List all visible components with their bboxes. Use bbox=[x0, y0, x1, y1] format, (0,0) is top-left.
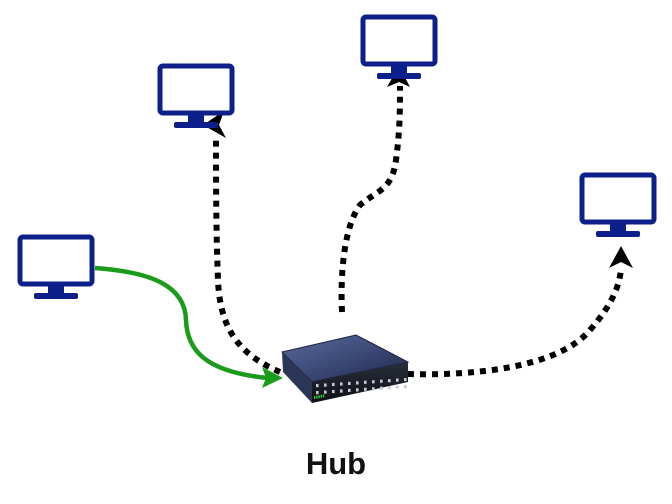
hub-port bbox=[356, 381, 359, 385]
hub-port bbox=[332, 382, 335, 387]
hub-port bbox=[364, 387, 367, 391]
hub-led bbox=[314, 396, 316, 399]
arrow-into-hub bbox=[262, 367, 283, 388]
hub-port bbox=[372, 387, 375, 391]
computer-top-center bbox=[360, 14, 438, 79]
hub-port bbox=[364, 380, 367, 384]
hub-port bbox=[332, 389, 335, 394]
hub-port bbox=[348, 381, 351, 385]
hub-port bbox=[388, 379, 391, 383]
computer-left bbox=[17, 234, 95, 299]
monitor-icon bbox=[157, 63, 235, 128]
computer-right bbox=[579, 172, 657, 237]
hub-port bbox=[356, 388, 359, 392]
link-hub-to-right bbox=[407, 267, 624, 378]
hub-port bbox=[380, 379, 383, 383]
hub-led bbox=[320, 394, 322, 398]
hub-port bbox=[324, 383, 327, 387]
hub-port bbox=[404, 385, 407, 389]
monitor-icon bbox=[579, 172, 657, 237]
hub-led bbox=[322, 394, 325, 398]
hub-port bbox=[396, 378, 399, 382]
hub-ports bbox=[314, 378, 407, 399]
link-left-to-hub bbox=[94, 265, 269, 381]
hub-port bbox=[340, 389, 343, 393]
hub-port bbox=[324, 390, 327, 394]
link-hub-to-top-center bbox=[338, 85, 403, 313]
monitor-icon bbox=[17, 234, 95, 299]
hub-port bbox=[316, 391, 319, 395]
hub-port bbox=[372, 380, 375, 384]
hub-port bbox=[316, 384, 319, 388]
hub-label: Hub bbox=[305, 446, 367, 481]
hub-led bbox=[316, 395, 318, 399]
hub-port bbox=[396, 385, 399, 389]
hub-port bbox=[404, 378, 407, 382]
network-hub-icon bbox=[281, 334, 410, 403]
hub-port bbox=[388, 386, 391, 390]
hub-port bbox=[340, 382, 343, 386]
computer-top-left bbox=[157, 63, 235, 128]
monitor-icon bbox=[360, 14, 438, 79]
arrow-right bbox=[609, 246, 633, 268]
hub-led bbox=[318, 395, 320, 399]
link-hub-to-top-left bbox=[213, 139, 282, 375]
hub-port bbox=[348, 388, 351, 392]
hub-port bbox=[380, 386, 383, 390]
